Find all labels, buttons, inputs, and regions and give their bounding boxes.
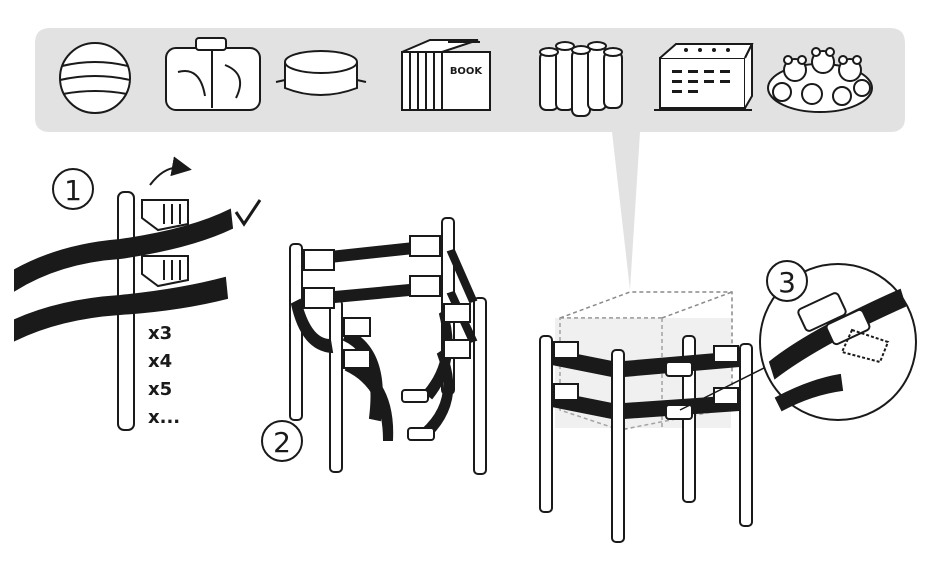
clip-lower xyxy=(141,255,189,288)
frame-clip xyxy=(409,235,441,257)
soft-toys-icon xyxy=(767,47,873,113)
storage-items-banner: BOOK xyxy=(35,28,905,290)
step-3-number: 3 xyxy=(778,266,796,299)
step-1-panel: 1 x3 x4 x5 x... xyxy=(14,156,262,431)
frame-clip xyxy=(343,317,371,337)
step-3-badge xyxy=(766,260,808,302)
frame-clip xyxy=(303,287,335,309)
strap-lower xyxy=(14,276,229,342)
book-label: BOOK xyxy=(450,66,484,77)
frame-clip xyxy=(303,249,335,271)
frame-clip xyxy=(409,275,441,297)
multiplier-x5: x5 xyxy=(148,379,172,400)
assembled-frame xyxy=(539,291,797,543)
frame-leg-back-left xyxy=(289,243,303,421)
remove-arrow xyxy=(149,156,192,186)
step-2-number: 2 xyxy=(273,426,291,459)
frame-clip xyxy=(443,339,471,359)
ratchet-buckle xyxy=(401,389,429,403)
frame-leg-front-right xyxy=(473,297,487,475)
step-1-number: 1 xyxy=(64,174,82,207)
pot-icon xyxy=(275,50,367,96)
frame-clip xyxy=(443,303,471,323)
clip-upper xyxy=(141,199,189,232)
strap-upper xyxy=(14,208,234,292)
ratchet-buckle xyxy=(665,404,693,420)
jerrycan-icon xyxy=(165,37,261,111)
multiplier-x3: x3 xyxy=(148,323,172,344)
step-3-detail: 3 xyxy=(759,260,917,421)
rolls-icon xyxy=(539,41,623,117)
frame-clip xyxy=(343,349,371,369)
frame-leg-front-left xyxy=(329,299,343,473)
ratchet-buckle xyxy=(665,361,693,377)
multiplier-more: x... xyxy=(148,407,180,428)
check-icon xyxy=(234,199,262,227)
step-2-badge xyxy=(261,420,303,462)
ball-icon xyxy=(59,42,131,114)
step-2-panel: 2 xyxy=(261,217,487,475)
crate-icon xyxy=(654,43,754,111)
books-icon: BOOK xyxy=(401,39,491,111)
ratchet-buckle xyxy=(407,427,435,441)
multiplier-x4: x4 xyxy=(148,351,172,372)
step-1-badge xyxy=(52,168,94,210)
